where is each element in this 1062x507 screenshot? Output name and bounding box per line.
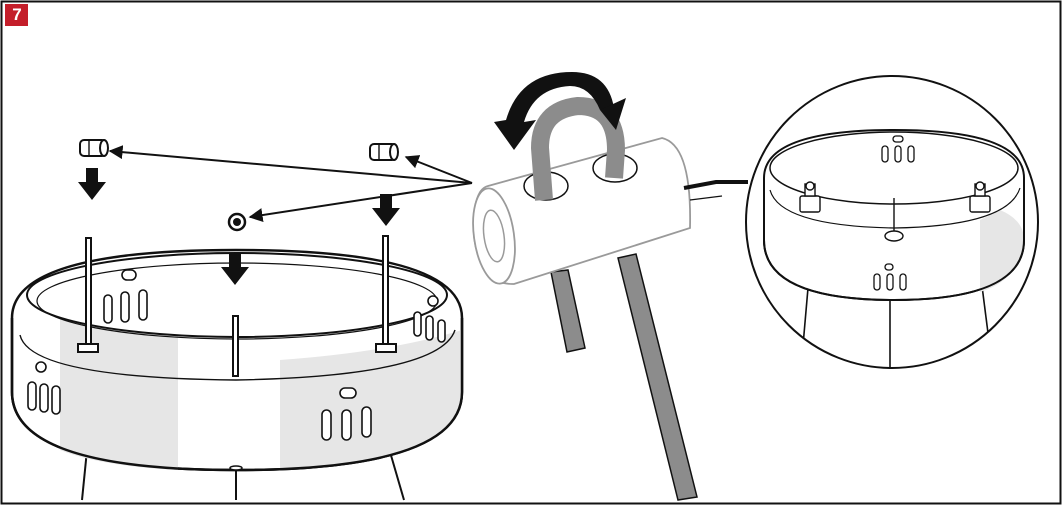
down-arrow-icon: [78, 168, 106, 200]
cable-clamp: [472, 96, 698, 501]
connector-middle: [227, 212, 247, 232]
down-arrow-icon: [221, 253, 249, 285]
pointer-arrow-icon: [108, 145, 473, 223]
step-badge-bg: [5, 4, 28, 26]
curved-rotate-arrow-icon: [494, 72, 614, 150]
connector-left: [79, 139, 109, 157]
detail-view: [745, 75, 1039, 369]
step-number: 7: [12, 5, 22, 24]
connecting-cable: [683, 180, 748, 190]
ring-assembly: [10, 235, 464, 501]
connector-right: [369, 143, 399, 161]
down-arrow-icon: [372, 194, 400, 226]
